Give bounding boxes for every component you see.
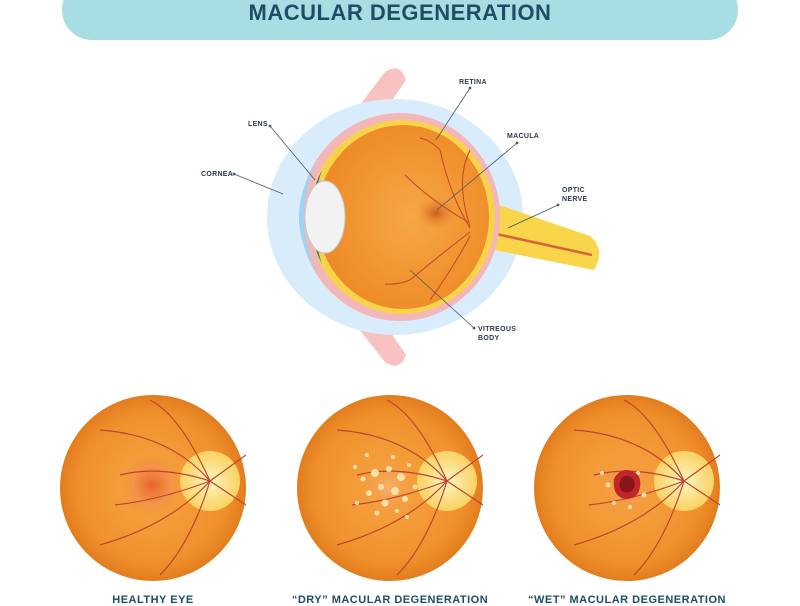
lens (304, 180, 346, 254)
title-banner: MACULAR DEGENERATION (62, 0, 738, 40)
label-retina: RETINA (459, 79, 487, 86)
caption-wet-amd: “WET” MACULAR DEGENERATION (528, 594, 726, 606)
page-title: MACULAR DEGENERATION (248, 0, 552, 25)
macula-spot (414, 195, 458, 231)
exudate-spots (600, 471, 647, 509)
label-cornea: CORNEA (201, 171, 234, 178)
fundus-dry-amd (297, 395, 483, 581)
label-macula: MACULA (507, 133, 540, 140)
leader-dots (232, 86, 560, 330)
leader-lines (233, 87, 559, 329)
caption-healthy-eye: HEALTHY EYE (112, 594, 194, 606)
hemorrhage-core (619, 475, 635, 493)
optic-nerve (470, 195, 600, 270)
fundus-vessels (99, 399, 246, 576)
label-optic-nerve: OPTIC NERVE (562, 186, 588, 204)
drusen-deposits (353, 453, 418, 519)
label-vitreous-body: VITREOUS BODY (478, 325, 516, 343)
label-vitreous-line1: VITREOUS (478, 326, 517, 333)
cornea (299, 160, 318, 274)
caption-dry-amd: “DRY” MACULAR DEGENERATION (291, 594, 489, 606)
macula-region (120, 453, 184, 517)
eyeball (317, 125, 489, 309)
fundus-vessels (336, 399, 483, 576)
macula-region (355, 453, 423, 521)
fundus-healthy-eye (60, 395, 246, 581)
label-vitreous-line2: BODY (478, 335, 500, 342)
label-optic-nerve-line2: NERVE (562, 196, 588, 203)
fundus-wet-amd (534, 395, 720, 581)
label-optic-nerve-line1: OPTIC (562, 187, 585, 194)
label-lens: LENS (248, 121, 268, 128)
fundus-vessels (573, 399, 720, 576)
